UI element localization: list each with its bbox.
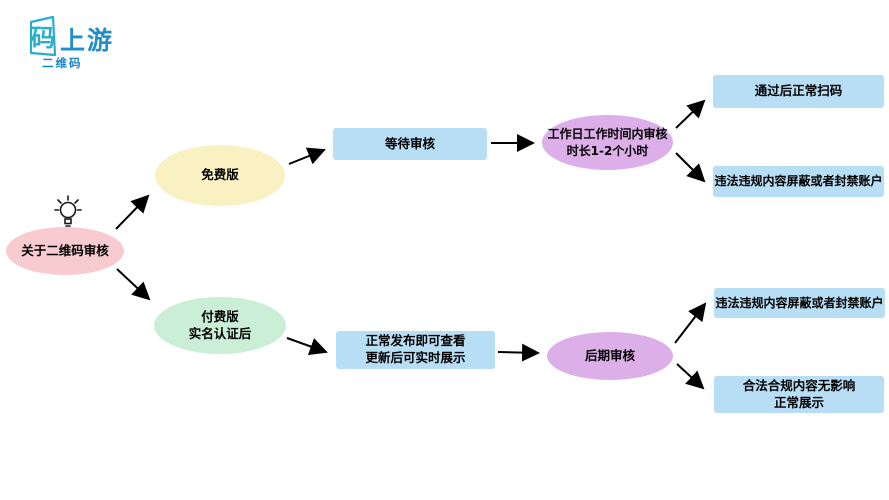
node-later-review: 后期审核 [547, 332, 673, 380]
arrow-review-to-violation [675, 152, 706, 183]
node-paid-version: 付费版 实名认证后 [154, 297, 286, 354]
node-root-label: 关于二维码审核 [21, 242, 109, 258]
node-publish: 正常发布即可查看 更新后可实时展示 [336, 331, 495, 369]
node-publish-line1: 正常发布即可查看 [365, 333, 466, 349]
arrow-free-to-wait [288, 147, 326, 165]
logo-frame-icon [29, 15, 57, 57]
arrow-later-to-violation [674, 302, 707, 344]
node-violation-paid-label: 违法违规内容屏蔽或者封禁账户 [715, 295, 884, 310]
arrow-root-to-free [115, 194, 150, 230]
node-free-version: 免费版 [155, 145, 285, 206]
node-legal-line2: 正常展示 [773, 394, 824, 410]
arrow-review-to-pass [675, 99, 706, 129]
node-free-label: 免费版 [201, 167, 239, 183]
node-legal-display: 合法合规内容无影响 正常展示 [714, 376, 884, 413]
arrow-later-to-legal [676, 363, 705, 390]
node-publish-line2: 更新后可实时展示 [365, 350, 466, 365]
brand-logo: 码 上游 二维码 [29, 15, 114, 70]
node-paid-line2: 实名认证后 [188, 325, 252, 341]
arrow-paid-to-publish [286, 337, 328, 356]
arrow-publish-to-later [497, 343, 540, 362]
node-violation-free: 违法违规内容屏蔽或者封禁账户 [713, 166, 884, 197]
lightbulb-icon [54, 195, 82, 227]
node-violation-paid: 违法违规内容屏蔽或者封禁账户 [714, 288, 885, 318]
node-legal-line1: 合法合规内容无影响 [742, 377, 856, 393]
node-wait-label: 等待审核 [384, 135, 435, 151]
node-review-window-line1: 工作日工作时间内审核 [547, 127, 668, 142]
node-pass-scan: 通过后正常扫码 [713, 75, 884, 108]
logo-boxed-char: 码 [31, 24, 55, 52]
node-review-window: 工作日工作时间内审核 时长1-2个小时 [542, 115, 673, 170]
node-root: 关于二维码审核 [6, 227, 124, 275]
arrow-root-to-paid [116, 268, 151, 301]
node-later-review-label: 后期审核 [584, 347, 635, 363]
node-wait-review: 等待审核 [333, 128, 487, 160]
node-violation-free-label: 违法违规内容屏蔽或者封禁账户 [714, 174, 883, 189]
node-review-window-line2: 时长1-2个小时 [566, 143, 649, 158]
logo-subtitle: 二维码 [42, 56, 83, 70]
logo-wordmark: 上游 [60, 26, 114, 55]
node-pass-label: 通过后正常扫码 [754, 83, 843, 99]
node-paid-line1: 付费版 [201, 308, 239, 324]
